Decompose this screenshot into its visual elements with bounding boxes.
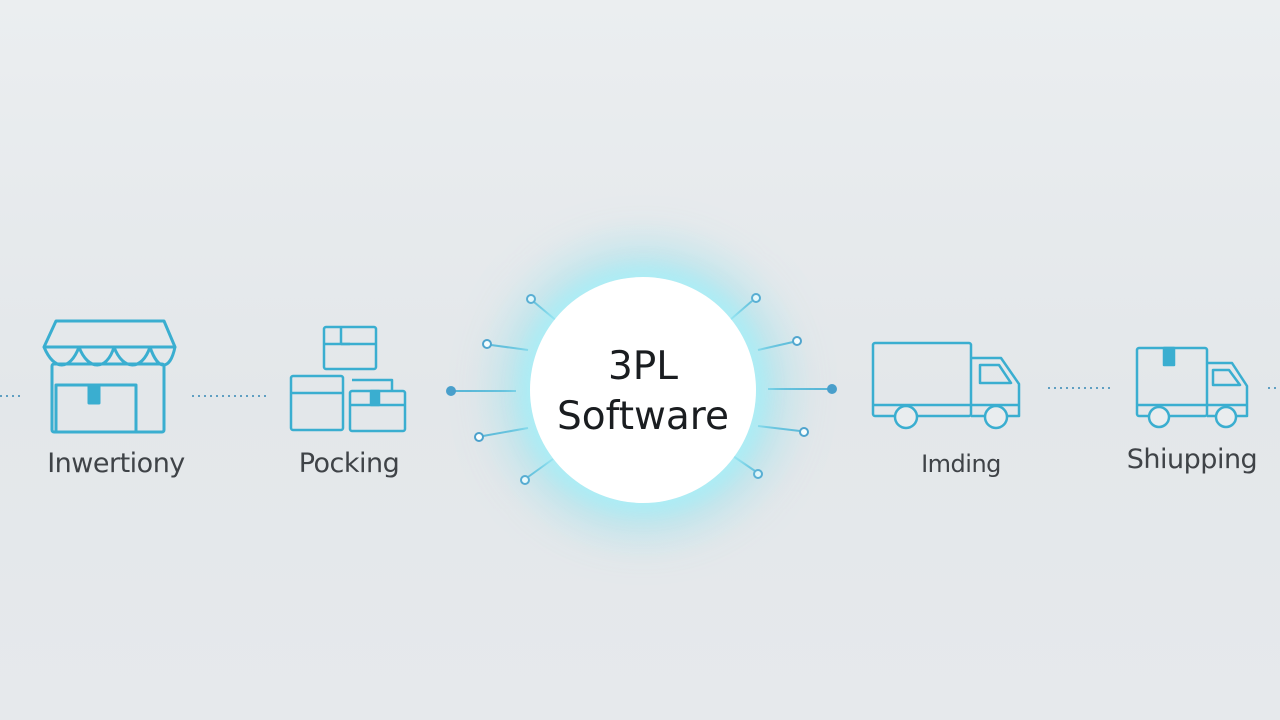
stacked-boxes-icon [289, 325, 407, 433]
stage-label-moving: Imding [921, 450, 1001, 478]
truck-with-package-icon [1135, 346, 1249, 429]
delivery-truck-icon [871, 341, 1021, 430]
hub-title: 3PL Software [557, 342, 729, 442]
hub-title-line2: Software [557, 394, 729, 439]
storefront-icon [42, 319, 177, 434]
hub-title-line1: 3PL [607, 344, 679, 389]
hub-circle [530, 277, 756, 503]
stage-label-shipping: Shiupping [1126, 444, 1258, 475]
dotted-connectors [0, 387, 1280, 397]
stage-label-inventory: Inwertiony [47, 448, 185, 479]
stage-label-packing: Pocking [298, 448, 400, 479]
